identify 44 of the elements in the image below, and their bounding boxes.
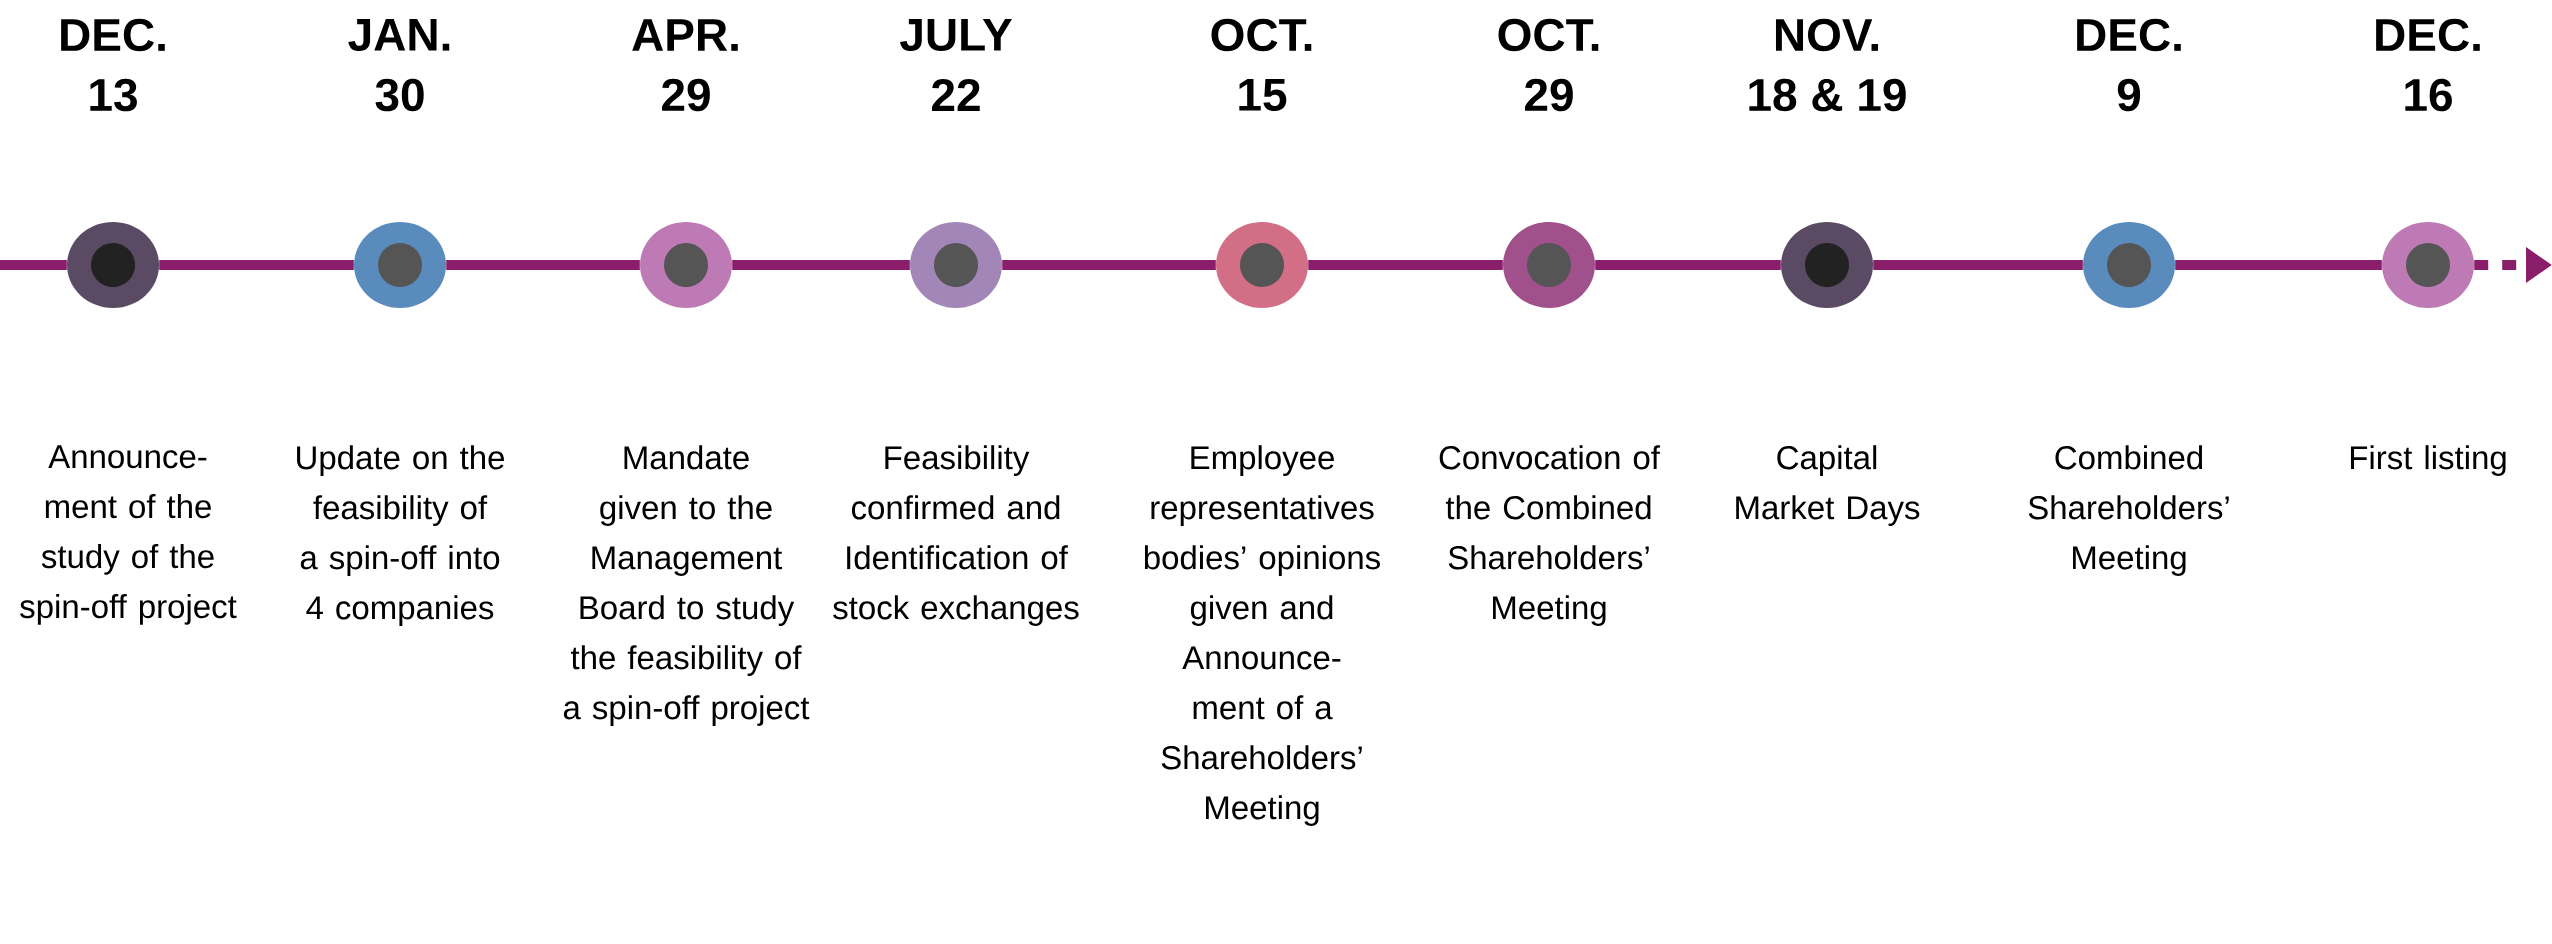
date-label: 9 — [2117, 78, 2141, 112]
date-label: 29 — [1525, 78, 1573, 112]
timeline-line — [1308, 260, 1503, 270]
timeline-line — [159, 260, 354, 270]
milestone-circle — [67, 222, 159, 308]
milestone-description: Capital Market Days — [1736, 445, 1920, 526]
milestone-description: Update on the feasibility of a spin-off into 4 companies — [297, 445, 504, 626]
milestone-circle — [354, 222, 446, 308]
date-label: 15 — [1239, 78, 1287, 112]
date-label: 13 — [90, 78, 137, 112]
timeline-line — [1002, 260, 1216, 270]
date-label: JAN. — [348, 18, 450, 52]
date-label: APR. — [632, 19, 738, 51]
date-label: OCT. — [1498, 18, 1599, 52]
timeline-line — [732, 260, 910, 270]
date-label: JULY — [900, 18, 1012, 52]
date-label: 30 — [375, 78, 424, 112]
date-label: 22 — [932, 78, 980, 112]
milestone-circle — [1781, 222, 1873, 308]
milestone-description: Convocation of the Combined Shareholders’ Meeting — [1439, 445, 1660, 626]
timeline-line — [1873, 260, 2083, 270]
timeline-line — [2175, 260, 2382, 270]
milestone-description: Announce-ment of the study of the spin-off project — [20, 445, 237, 625]
date-label: DEC. — [2376, 18, 2480, 52]
milestone-description: Feasibility confirmed and Identification of stock exchanges — [833, 445, 1079, 626]
milestone-description: Mandate given to the Management Board to study the feasibility of a spin-off project — [563, 445, 810, 726]
date-label: 16 — [2405, 78, 2452, 112]
milestone-description: First listing — [2350, 445, 2506, 476]
milestone-description: Combined Shareholders’ Meeting — [2028, 445, 2229, 576]
milestone-circle — [2083, 222, 2175, 308]
milestone-circle — [640, 222, 732, 308]
date-label: 29 — [662, 78, 710, 112]
milestone-circle — [910, 222, 1002, 308]
date-label: DEC. — [61, 18, 165, 52]
timeline-line — [446, 260, 640, 270]
date-label: OCT. — [1211, 18, 1312, 52]
milestone-description: Employee representatives bodies’ opinions given and Announce-ment of a Shareholders’ Meeting — [1144, 445, 1380, 826]
milestone-circle — [1216, 222, 1308, 308]
milestone-circle — [2382, 222, 2474, 308]
date-label: NOV. — [1775, 18, 1878, 52]
date-label: DEC. — [2077, 18, 2181, 52]
timeline-line — [1595, 260, 1781, 270]
milestone-circle — [1503, 222, 1595, 308]
date-label: 18 & 19 — [1749, 78, 1906, 112]
